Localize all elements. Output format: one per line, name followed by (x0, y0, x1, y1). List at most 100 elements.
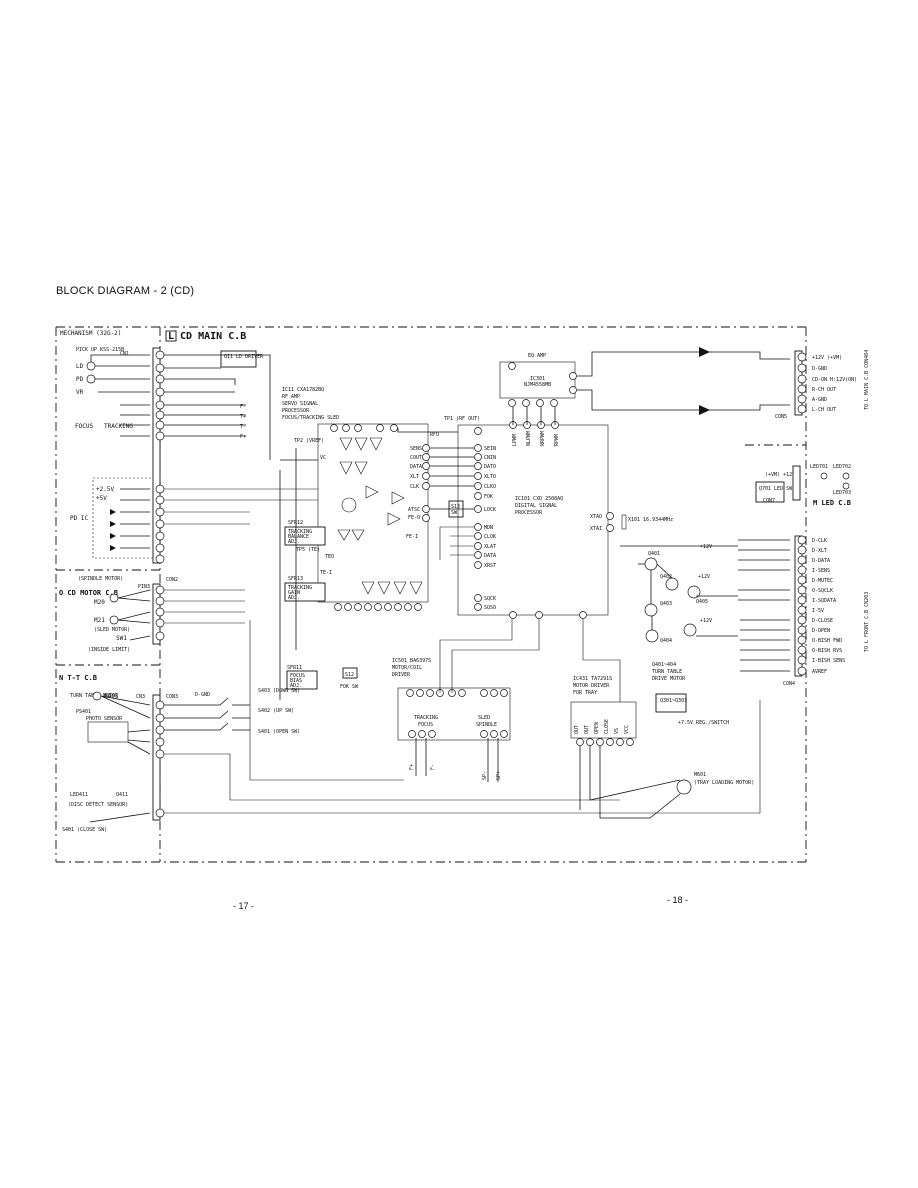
ic431-line2: MOTOR DRIVER (573, 683, 610, 689)
ic431-line3: FOR TRAY (573, 690, 597, 696)
svg-text:F-: F- (430, 764, 436, 770)
tracking-gain-l1: TRACKING (288, 585, 312, 591)
tray-motor-label: (TRAY LOADING MOTOR) (694, 780, 754, 786)
ic101-pin-clko: CLKO (484, 484, 496, 490)
ic11-pin-atsc: ATSC (408, 507, 420, 513)
svg-text:Q402: Q402 (660, 574, 672, 580)
connector-con1 (152, 347, 165, 564)
s13-sw-label: SW (451, 510, 458, 516)
ic11-pin-rfo: RFO (430, 432, 439, 438)
adjust-blocks: TP1 (RF OUT) TP2 (VREF) TRACKING BALANCE… (279, 416, 480, 700)
board-names: L CD MAIN C.B O CD MOTOR C.B N T-T C.B M… (59, 330, 851, 682)
tracking-gain-l2: GAIN (288, 590, 300, 596)
focus-label: FOCUS (75, 423, 93, 430)
q11-label: Q11 LD DRIVER (224, 354, 264, 360)
ic101-pin-clok: CLOK (484, 534, 496, 540)
focus-bias-l2: BIAS (290, 678, 302, 684)
ic11-pin-data: DATA (410, 464, 422, 470)
ic101-line3: PROCESSOR (515, 510, 543, 516)
con7-label: CON7 (763, 498, 775, 504)
con3-label: CON3 (166, 694, 178, 700)
svg-text:FOCUS: FOCUS (418, 722, 433, 728)
switch-labels: S403 (DOWN SW) S402 (UP SW) S401 (OPEN S… (164, 688, 300, 735)
con5-pin-3: CD-ON H:12V(ON) (812, 377, 857, 383)
ic11-pin-xlt: XLT (410, 474, 419, 480)
con4-pin-8: I-5V (812, 608, 824, 614)
con5-pin-5: A-GND (812, 397, 827, 403)
s403-label: S403 (DOWN SW) (258, 688, 300, 694)
ic101-pin-fok: FOK (484, 494, 493, 500)
board-led-label: M LED C.B (813, 499, 851, 507)
con4-pin-1: D-CLK (812, 538, 827, 544)
con5-label: CON5 (775, 414, 787, 420)
ic11-pin-feo: FE-O (408, 515, 420, 521)
ic501-block: IC501 BA6397S MOTOR/COIL DRIVER TRACKING… (392, 658, 511, 782)
svg-text:NLPWM: NLPWM (526, 431, 532, 446)
q11-block: Q11 LD DRIVER F- T+ T- F+ (164, 350, 271, 460)
led702-icon (842, 472, 850, 480)
mechanism-panel: MECHANISM (32G-2) PICK UP KSS-215B CN1 L… (60, 330, 156, 559)
svg-text:F+: F+ (409, 764, 415, 770)
cn1-label: CN1 (120, 351, 129, 357)
ic11-line5: FOCUS/TRACKING SLED (282, 415, 339, 421)
con5-pin-2: D-GND (812, 366, 827, 372)
sfr12-label: SFR12 (288, 520, 303, 526)
pin3-label: PIN3 (138, 584, 150, 590)
vr-label: VR (76, 389, 84, 396)
ic101-pin-xlto: XLTO (484, 474, 496, 480)
svg-text:RPWM: RPWM (554, 434, 560, 446)
ic101-pin-xrst: XRST (484, 563, 496, 569)
con2-label: CON2 (166, 577, 178, 583)
con5-block: +12V (+VM) D-GND CD-ON H:12V(ON) R-CH OU… (775, 350, 870, 420)
turntable-drive-block: Q401 Q402 Q403 Q404 Q405 +12V +12V +12V … (620, 544, 738, 682)
sled-motor-icon (109, 615, 119, 625)
focus-bias-l1: FOCUS (290, 673, 305, 679)
ic11-pin-sens: SENS (410, 446, 422, 452)
tracking-balance-l3: ADJ. (288, 539, 300, 545)
board-tt-label: N T-T C.B (59, 674, 97, 682)
ic301-label: IC301 (530, 376, 545, 382)
con5-pin-1: +12V (+VM) (812, 355, 842, 361)
con4-pin-14: AVREF (812, 669, 827, 675)
pd-icon (86, 374, 96, 384)
con4-block: D-CLK D-XLT D-DATA I-SENS D-MUTEC O-SQCL… (738, 535, 870, 687)
ic101-pin-mdn: MDN (484, 525, 493, 531)
svg-text:TRACKING: TRACKING (414, 715, 438, 721)
led411-label: LED411 (70, 792, 88, 798)
mechanism-header: MECHANISM (32G-2) (60, 330, 121, 337)
con5-pin-4: R-CH OUT (812, 387, 836, 393)
tray-motor-icon (676, 779, 692, 795)
svg-text:NRPWM: NRPWM (540, 431, 546, 446)
svg-text:SPINDLE: SPINDLE (476, 722, 497, 728)
svg-text:XTAO: XTAO (590, 514, 602, 520)
ic431-label: IC431 TA7291S (573, 676, 612, 682)
con4-pin-12: O-BISH RVS (812, 648, 842, 654)
m21-label: M21 (94, 617, 105, 624)
eq-amp-block: EQ AMP IC301 NJM4558MB LPWM NLPWM NRPWM … (499, 347, 790, 446)
sfr11-label: SFR11 (287, 665, 302, 671)
con5-destination: TO L MAIN C.B CON404 (864, 350, 870, 410)
ic101-block: IC101 CXD 2508AQ DIGITAL SIGNAL PROCESSO… (397, 421, 673, 619)
ic11-pin-tei: TE-I (320, 570, 332, 576)
ic101-pin-cnin: CNIN (484, 455, 496, 461)
led702-label: LED702 (833, 464, 851, 470)
fok-sw-label: FOK SW (340, 684, 359, 690)
svg-text:SP-: SP- (482, 771, 488, 780)
q301-label: Q301~Q303 (660, 698, 687, 704)
svg-text:+12V: +12V (698, 574, 710, 580)
ic101-pin-sqck: SQCK (484, 596, 496, 602)
ic101-pin-sein: SEIN (484, 446, 496, 452)
q411-label: Q411 (116, 792, 128, 798)
pd-ic-label: PD IC (70, 515, 88, 522)
svg-text:Q404: Q404 (660, 638, 672, 644)
plus5-label: +5V (96, 495, 107, 502)
q701-label: Q701 LED SW (759, 486, 793, 492)
ic101-pin-lock: LOCK (484, 507, 496, 513)
con4-destination: TO L FRONT C.B CN203 (864, 592, 870, 652)
svg-text:XTAI: XTAI (590, 526, 602, 532)
focus-bias-l3: ADJ. (290, 683, 302, 689)
tp1-label: TP1 (RF OUT) (444, 416, 480, 422)
svg-text:Q401: Q401 (648, 551, 660, 557)
ld-icon (86, 361, 96, 371)
bus-lines (164, 488, 761, 814)
